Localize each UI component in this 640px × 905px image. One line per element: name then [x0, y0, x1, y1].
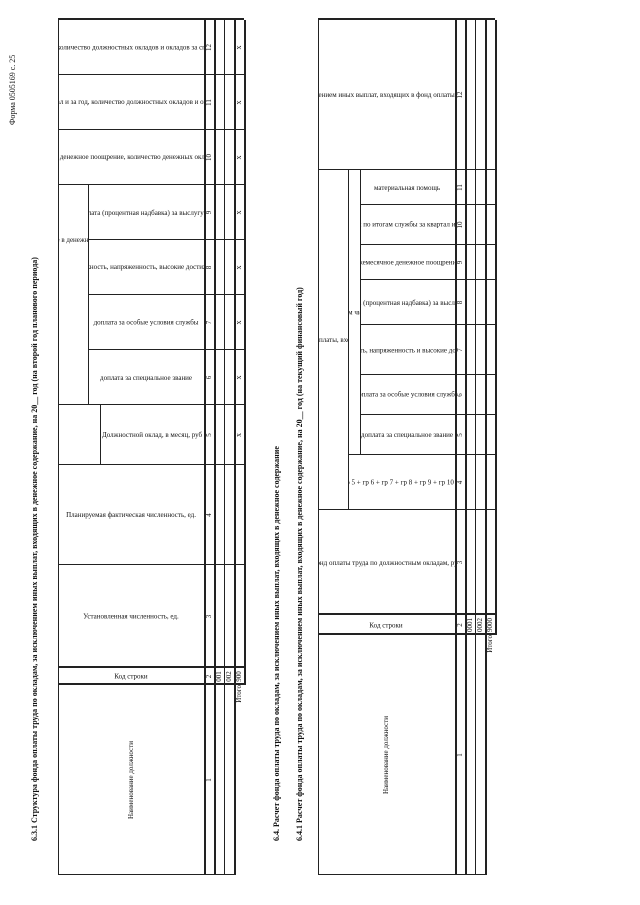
t2-col-12: Фонд оплаты труда в год за исключением и…	[318, 90, 455, 99]
t2-col-subgroup: в том числе	[348, 308, 360, 317]
t2-col-11: материальная помощь	[374, 183, 441, 192]
t2-row-code: 0002	[475, 618, 484, 632]
t2-col-code: Код строки	[369, 620, 404, 629]
t2-col-8: доплата (процентная надбавка) за выслугу…	[360, 298, 455, 307]
t2-col-10: премия по итогам службы за квартал и за …	[360, 220, 455, 229]
t2-col-total: всего (гр 5 + гр 6 + гр 7 + гр 8 + гр 9 …	[348, 478, 455, 487]
t2-col-group: Ежемесячные и иные дополнительные выплат…	[318, 335, 348, 344]
t2-col-9: ежемесячное денежное поощрение	[360, 258, 455, 267]
t2-col-salary-fund: Фонд оплаты труда по должностным окладам…	[318, 558, 455, 567]
t2-col-5: доплата за специальное звание	[361, 430, 454, 439]
t2-col-7: доплата за сложность, напряженность и вы…	[360, 345, 455, 354]
t2-col-position: Наименование должности	[382, 716, 391, 794]
t2-col-6: доплата за особые условия службы	[360, 390, 455, 399]
